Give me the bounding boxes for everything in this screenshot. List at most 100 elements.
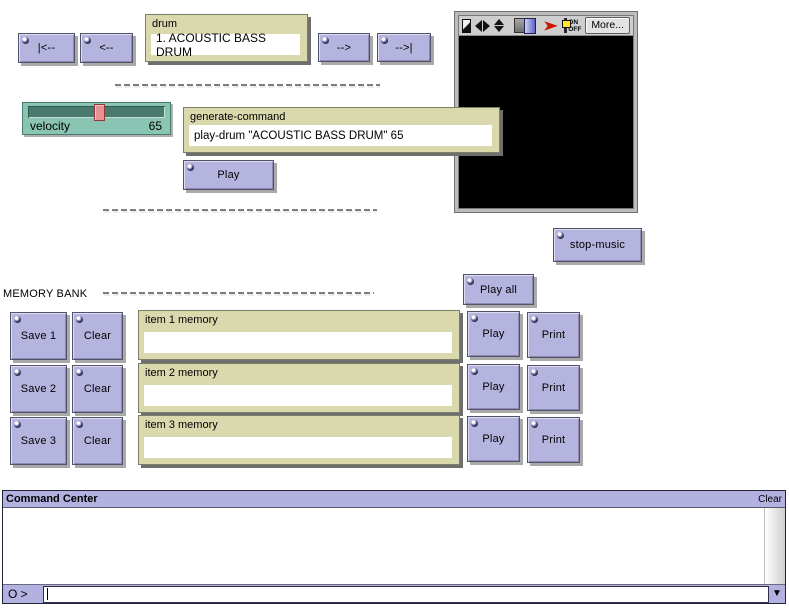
go-first-label: |<-- [37, 42, 56, 54]
button-dot-icon [76, 421, 83, 428]
clear-2-label: Clear [83, 383, 112, 395]
text-caret [47, 588, 48, 600]
item-2-memory-field[interactable] [144, 385, 452, 406]
save-3-label: Save 3 [20, 435, 57, 447]
command-prompt-label: O > [8, 587, 28, 601]
print-1-button[interactable]: Print [527, 312, 580, 358]
save-1-label: Save 1 [20, 330, 57, 342]
clear-1-button[interactable]: Clear [72, 312, 123, 360]
button-dot-icon [531, 421, 538, 428]
history-dropdown-button[interactable]: ▼ [769, 589, 785, 599]
play-1-label: Play [482, 328, 505, 340]
on-off-toggle[interactable]: ON OFF [562, 18, 582, 33]
vertical-arrows-icon[interactable] [493, 19, 504, 32]
velocity-label: velocity [30, 119, 71, 133]
button-dot-icon [14, 421, 21, 428]
play-button[interactable]: Play [183, 160, 274, 190]
item-1-memory-field[interactable] [144, 332, 452, 353]
mini-slider-knob[interactable] [524, 18, 537, 34]
button-dot-icon [557, 232, 564, 239]
drum-value: 1. ACOUSTIC BASS DRUM [156, 30, 267, 59]
clear-3-button[interactable]: Clear [72, 417, 123, 465]
go-last-label: -->| [395, 41, 413, 54]
go-next-label: --> [336, 41, 352, 54]
more-button[interactable]: More... [585, 17, 630, 34]
separator-dashes [115, 84, 380, 88]
button-dot-icon [14, 369, 21, 376]
toggle-stick-icon [562, 18, 572, 33]
save-2-label: Save 2 [20, 383, 57, 395]
red-arrow-icon[interactable]: ➤ [543, 17, 559, 33]
play-3-button[interactable]: Play [467, 416, 520, 462]
velocity-track[interactable] [28, 104, 165, 121]
save-3-button[interactable]: Save 3 [10, 417, 67, 465]
command-scrollbar[interactable] [764, 508, 785, 584]
generate-command-title: generate-command [190, 111, 286, 123]
button-dot-icon [322, 37, 329, 44]
velocity-handle[interactable] [93, 104, 105, 121]
separator-dashes [103, 292, 374, 296]
item-2-memory-box: item 2 memory [138, 363, 460, 413]
button-dot-icon [14, 316, 21, 323]
button-dot-icon [76, 316, 83, 323]
clear-1-label: Clear [83, 330, 112, 342]
command-input[interactable] [43, 585, 769, 603]
command-center-title: Command Center [6, 493, 98, 505]
generate-command-box: generate-command play-drum "ACOUSTIC BAS… [183, 107, 500, 153]
stop-music-label: stop-music [569, 239, 626, 251]
on-label: ON [568, 18, 579, 26]
go-next-button[interactable]: --> [318, 33, 370, 62]
panel-titlebar: ➤ ON OFF More... [459, 16, 633, 36]
drum-field[interactable]: 1. ACOUSTIC BASS DRUM [151, 31, 300, 59]
item-3-memory-box: item 3 memory [138, 415, 460, 465]
command-center: Command Center Clear O > ▼ [2, 490, 786, 604]
print-3-button[interactable]: Print [527, 417, 580, 463]
generate-command-field[interactable]: play-drum "ACOUSTIC BASS DRUM" 65 [189, 125, 492, 146]
go-prev-label: <-- [99, 42, 114, 54]
go-prev-button[interactable]: <-- [80, 33, 133, 63]
go-last-button[interactable]: -->| [377, 33, 431, 62]
toggle-knob-icon [562, 20, 572, 28]
stop-music-button[interactable]: stop-music [553, 228, 642, 262]
button-dot-icon [471, 315, 478, 322]
mini-slider[interactable] [513, 18, 537, 34]
item-1-memory-box: item 1 memory [138, 310, 460, 360]
print-2-label: Print [541, 382, 566, 394]
go-first-button[interactable]: |<-- [18, 33, 75, 63]
command-center-header: Command Center Clear [3, 491, 785, 508]
button-dot-icon [467, 278, 474, 285]
play-2-button[interactable]: Play [467, 364, 520, 410]
button-dot-icon [471, 368, 478, 375]
button-dot-icon [531, 316, 538, 323]
button-dot-icon [381, 37, 388, 44]
play-all-label: Play all [479, 283, 518, 296]
drum-selector-box: drum 1. ACOUSTIC BASS DRUM [145, 14, 308, 62]
resize-icon[interactable] [462, 18, 471, 33]
clear-2-button[interactable]: Clear [72, 365, 123, 413]
generate-command-value: play-drum "ACOUSTIC BASS DRUM" 65 [194, 129, 404, 142]
item-3-memory-title: item 3 memory [145, 419, 218, 431]
item-3-memory-field[interactable] [144, 437, 452, 458]
memory-bank-label: MEMORY BANK [3, 288, 88, 300]
button-dot-icon [531, 369, 538, 376]
velocity-slider[interactable]: velocity 65 [22, 102, 171, 135]
off-label: OFF [568, 25, 582, 33]
button-dot-icon [76, 369, 83, 376]
save-2-button[interactable]: Save 2 [10, 365, 67, 413]
button-dot-icon [22, 37, 29, 44]
command-center-clear-button[interactable]: Clear [758, 493, 782, 505]
print-3-label: Print [541, 434, 566, 446]
play-all-button[interactable]: Play all [463, 274, 534, 305]
play-1-button[interactable]: Play [467, 311, 520, 357]
play-label: Play [217, 169, 240, 181]
item-1-memory-title: item 1 memory [145, 314, 218, 326]
print-2-button[interactable]: Print [527, 365, 580, 411]
save-1-button[interactable]: Save 1 [10, 312, 67, 360]
dropdown-arrow-icon: ▼ [772, 588, 782, 599]
command-output-area[interactable] [3, 508, 785, 584]
button-dot-icon [187, 164, 194, 171]
drum-title: drum [152, 18, 178, 30]
button-dot-icon [471, 420, 478, 427]
horizontal-arrows-icon[interactable] [474, 19, 490, 32]
